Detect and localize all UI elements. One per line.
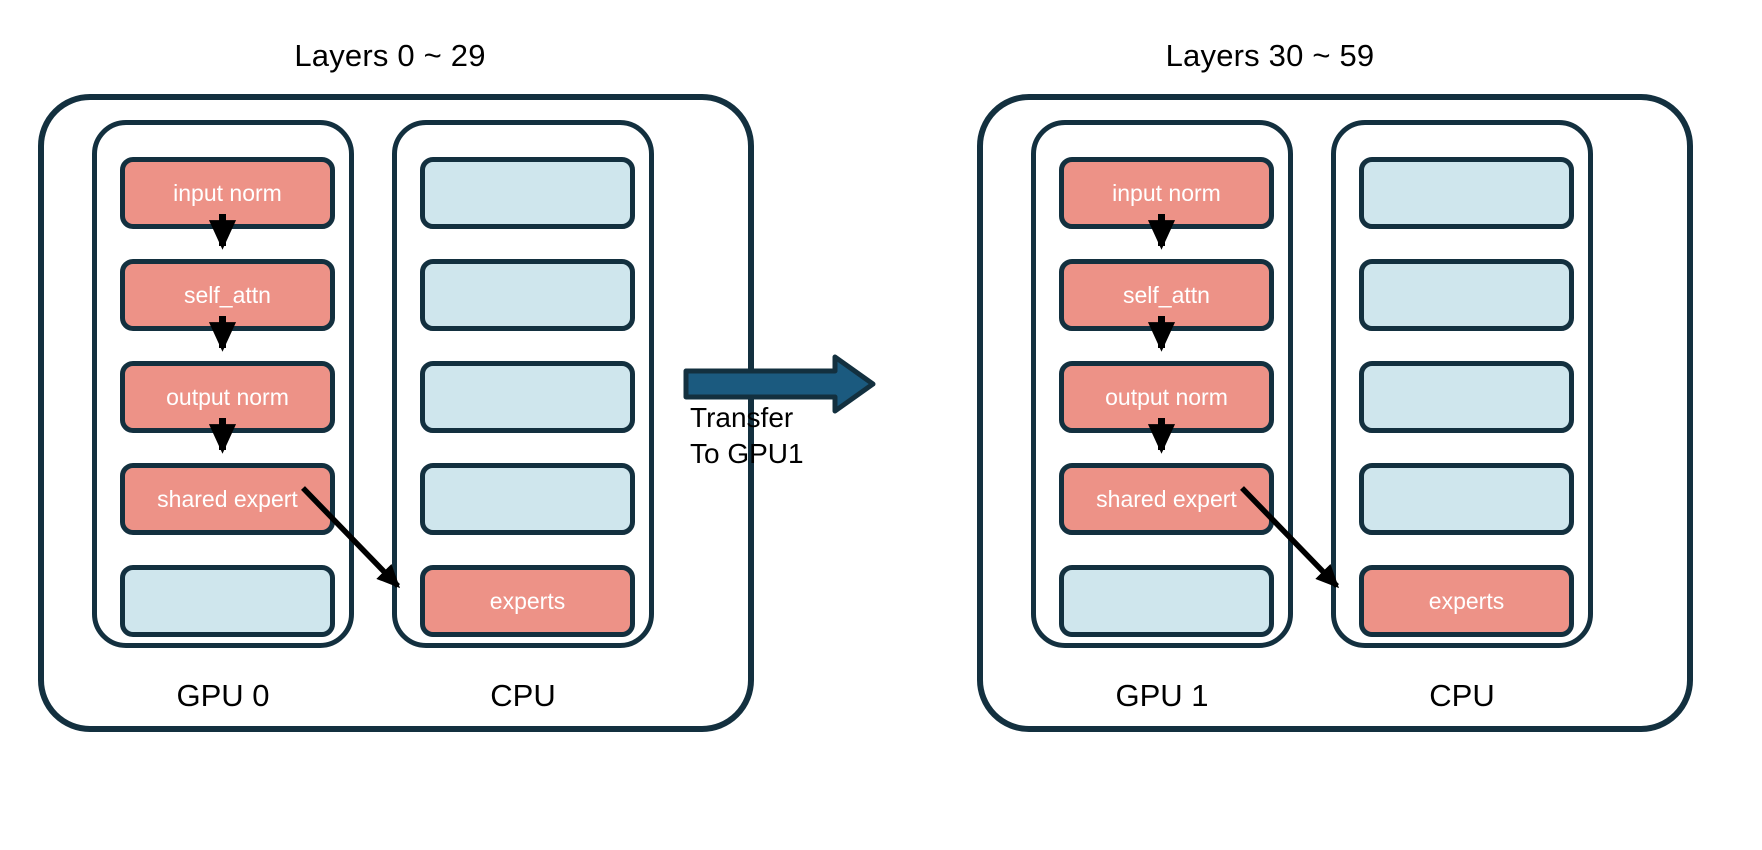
block-empty-cpu0-4[interactable] [420,463,635,535]
device-panel-left: input norm self_attn output norm shared … [38,94,754,732]
column-cpu-0: experts [392,120,654,648]
block-output-norm-gpu1[interactable]: output norm [1059,361,1274,433]
block-experts-cpu0[interactable]: experts [420,565,635,637]
block-shared-expert-gpu1[interactable]: shared expert [1059,463,1274,535]
block-self-attn-gpu1[interactable]: self_attn [1059,259,1274,331]
block-empty-cpu1-4[interactable] [1359,463,1574,535]
panel-title-left: Layers 0 ~ 29 [294,38,486,73]
block-empty-cpu1-3[interactable] [1359,361,1574,433]
block-empty-cpu0-1[interactable] [420,157,635,229]
block-output-norm-gpu0[interactable]: output norm [120,361,335,433]
transfer-label: Transfer To GPU1 [690,400,870,472]
transfer-label-line-1: Transfer [690,402,794,433]
block-input-norm-gpu1[interactable]: input norm [1059,157,1274,229]
device-label-cpu-1: CPU [1429,678,1495,713]
device-panel-right: input norm self_attn output norm shared … [977,94,1693,732]
block-empty-gpu0[interactable] [120,565,335,637]
block-empty-cpu1-2[interactable] [1359,259,1574,331]
block-empty-cpu1-1[interactable] [1359,157,1574,229]
block-input-norm-gpu0[interactable]: input norm [120,157,335,229]
block-empty-gpu1[interactable] [1059,565,1274,637]
column-gpu-0: input norm self_attn output norm shared … [92,120,354,648]
panel-title-right: Layers 30 ~ 59 [1165,38,1375,73]
device-label-gpu-0: GPU 0 [176,678,270,713]
block-self-attn-gpu0[interactable]: self_attn [120,259,335,331]
device-label-cpu-0: CPU [490,678,556,713]
block-experts-cpu1[interactable]: experts [1359,565,1574,637]
column-cpu-1: experts [1331,120,1593,648]
device-label-gpu-1: GPU 1 [1115,678,1209,713]
block-empty-cpu0-3[interactable] [420,361,635,433]
block-empty-cpu0-2[interactable] [420,259,635,331]
block-shared-expert-gpu0[interactable]: shared expert [120,463,335,535]
transfer-label-line-2: To GPU1 [690,437,804,469]
column-gpu-1: input norm self_attn output norm shared … [1031,120,1293,648]
